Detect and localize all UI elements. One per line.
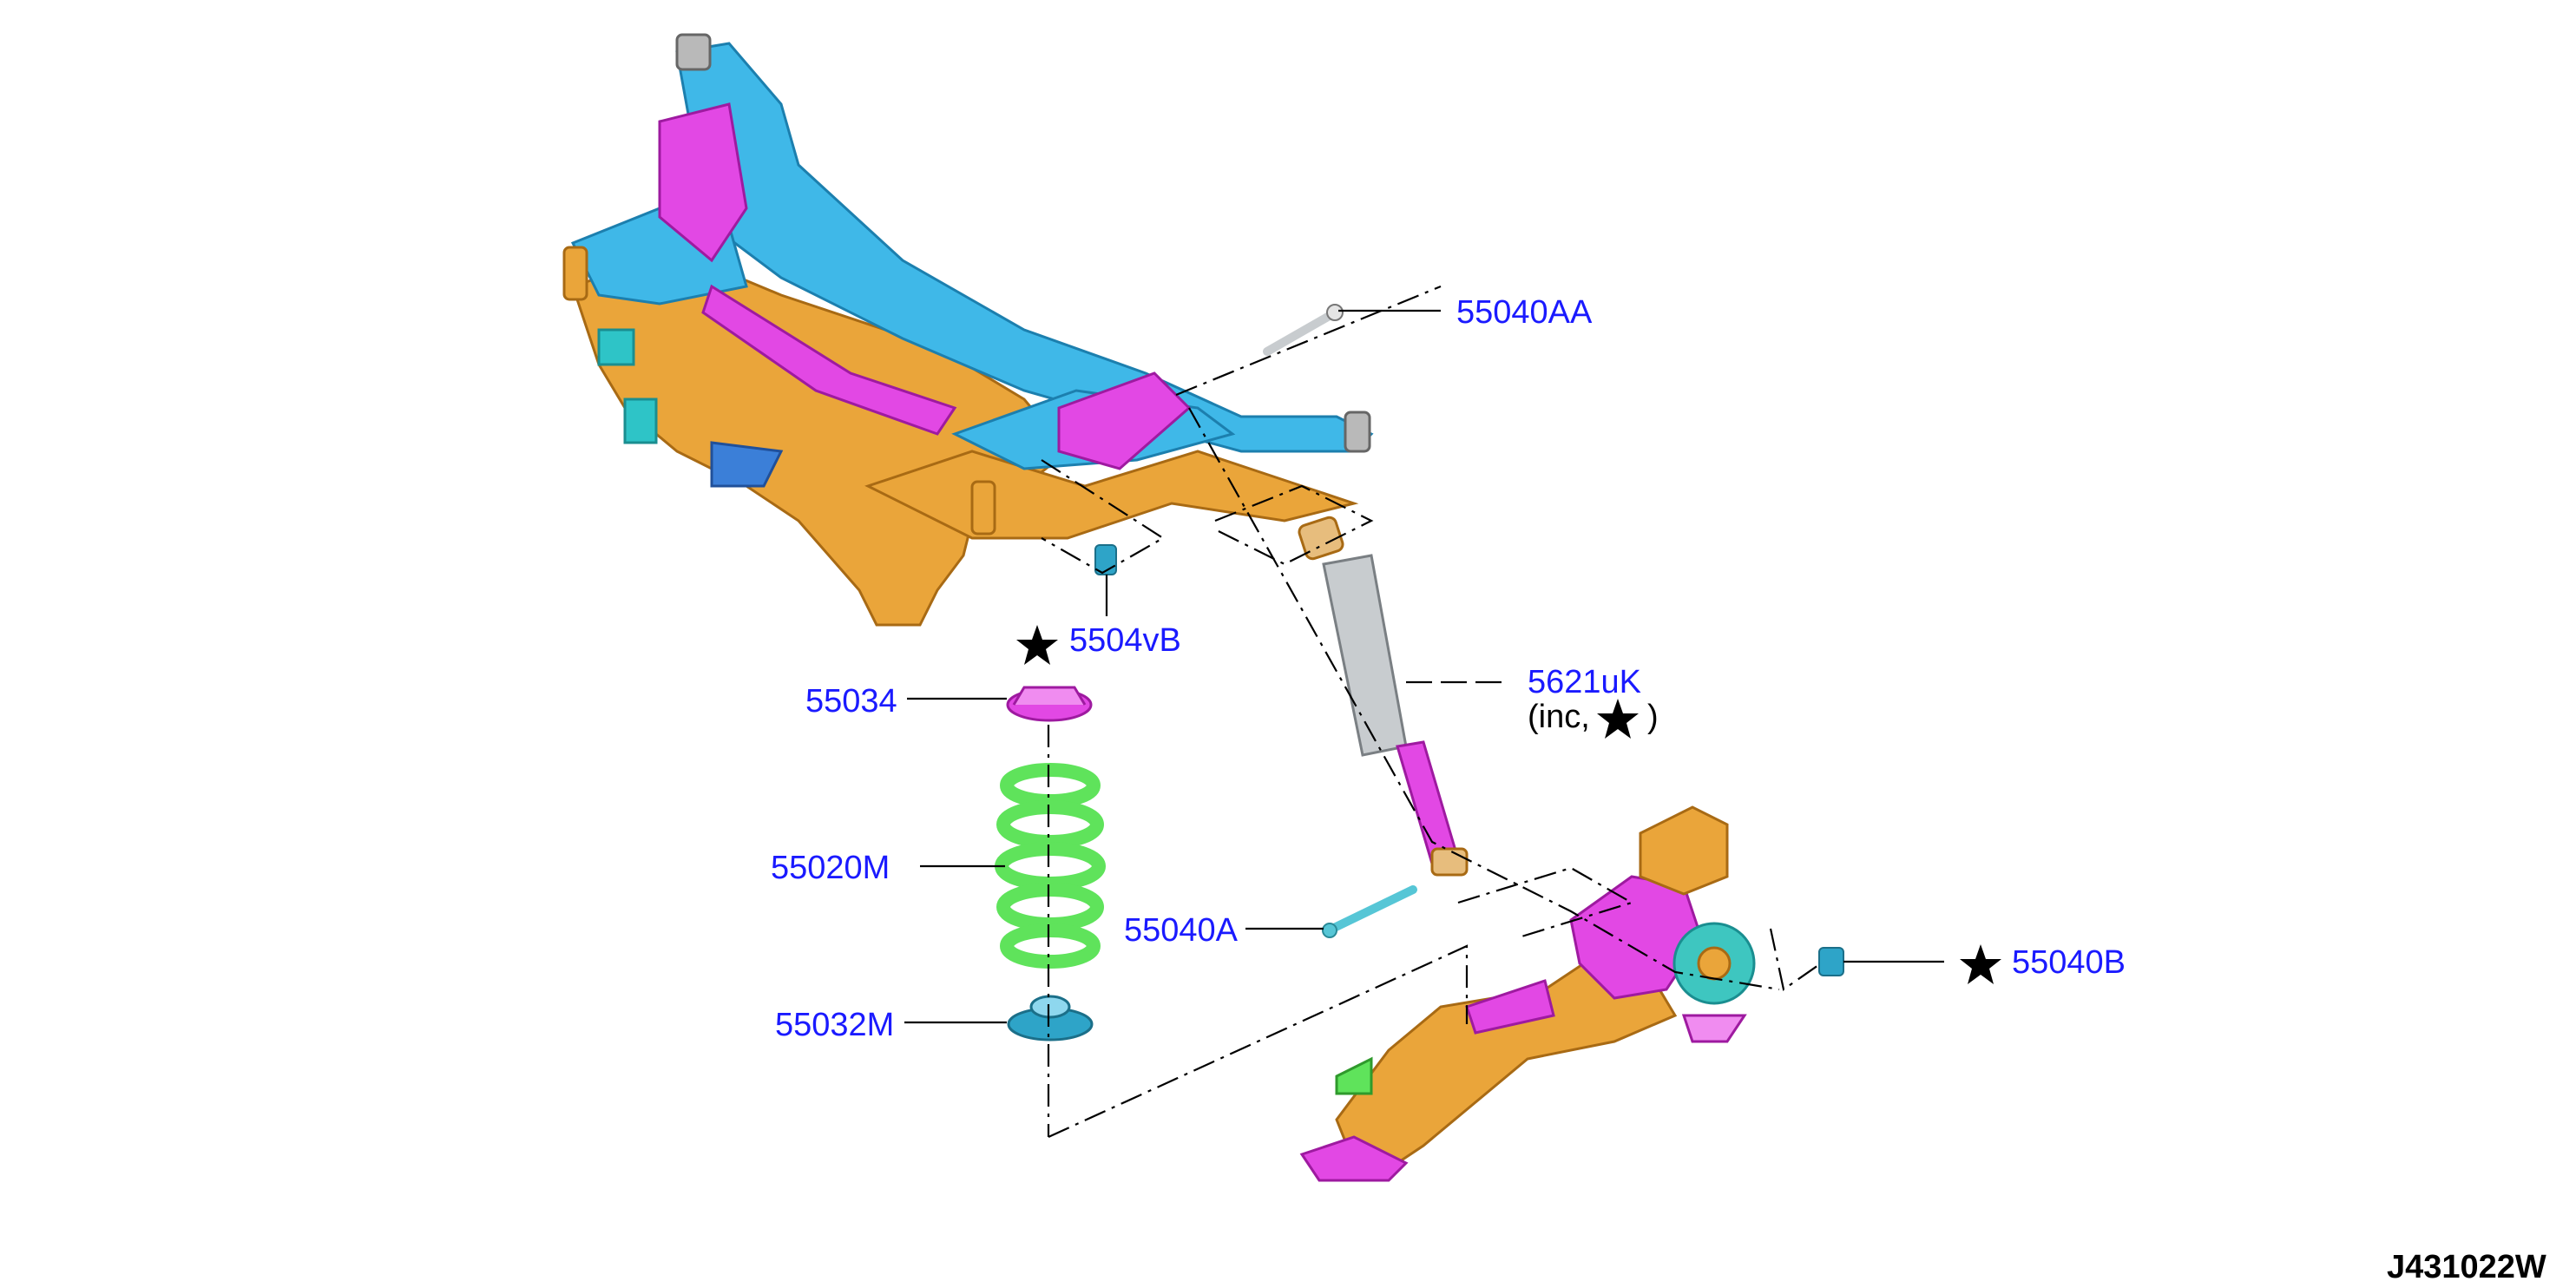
star-icon [1016, 625, 1058, 665]
callout-55040B: 55040B [2012, 944, 2126, 981]
diagram-id-label: J431022W [2387, 1249, 2546, 1285]
bolt-55040AA [1263, 304, 1344, 356]
nut-55040B [1818, 947, 1844, 976]
assembly-lines [1041, 285, 1822, 1139]
shock-absorber-56210K [1298, 516, 1469, 877]
callout-56210K: 5621uK [1528, 664, 1641, 700]
callout-55034: 55034 [805, 683, 897, 720]
callout-55040A: 55040A [1124, 912, 1239, 949]
upper-spring-seat-55034 [1006, 686, 1093, 722]
star-icon [1960, 944, 2001, 984]
bolt-55040A [1322, 885, 1417, 938]
callout-56210K-note: (inc, [1528, 699, 1590, 735]
rear-lower-arm-knuckle [1299, 805, 1756, 1182]
coil-spring-55020M [995, 763, 1106, 969]
lower-spring-seat-55032M [1007, 995, 1094, 1042]
callout-55032M: 55032M [775, 1007, 894, 1043]
star-icon [1597, 699, 1639, 739]
callout-55040B-upper: 5504vB [1069, 622, 1181, 659]
callout-56210K-note-close: ) [1647, 699, 1659, 735]
callout-55020M: 55020M [771, 850, 890, 886]
callout-55040AA: 55040AA [1456, 294, 1593, 331]
rear-subframe [562, 33, 1374, 627]
